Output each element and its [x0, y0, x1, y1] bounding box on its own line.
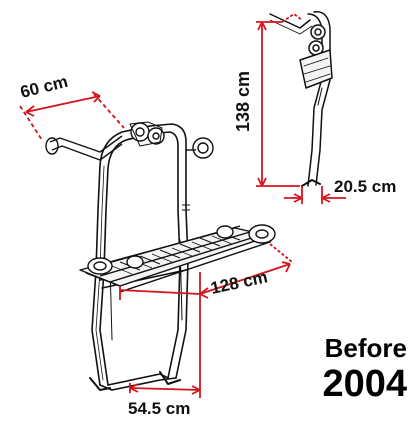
dimension-line-base-width	[129, 272, 201, 398]
label-platform-length: 128 cm	[209, 267, 269, 298]
dimension-line-side-height	[256, 12, 303, 187]
note-year: 2004	[322, 363, 407, 405]
dimension-lines	[19, 12, 346, 398]
label-side-depth: 20.5 cm	[334, 177, 396, 196]
label-width-top: 60 cm	[18, 72, 69, 102]
rack-top-arm	[45, 121, 214, 211]
dimension-line-side-depth	[284, 186, 346, 204]
label-base-width: 54.5 cm	[128, 399, 190, 418]
dimension-line-width-top	[19, 91, 125, 141]
rack-side-view	[269, 11, 333, 187]
note-before: Before	[324, 333, 407, 363]
rack-platform	[79, 224, 276, 293]
label-side-height: 138 cm	[233, 71, 253, 132]
dimension-line-platform-length	[119, 243, 293, 300]
